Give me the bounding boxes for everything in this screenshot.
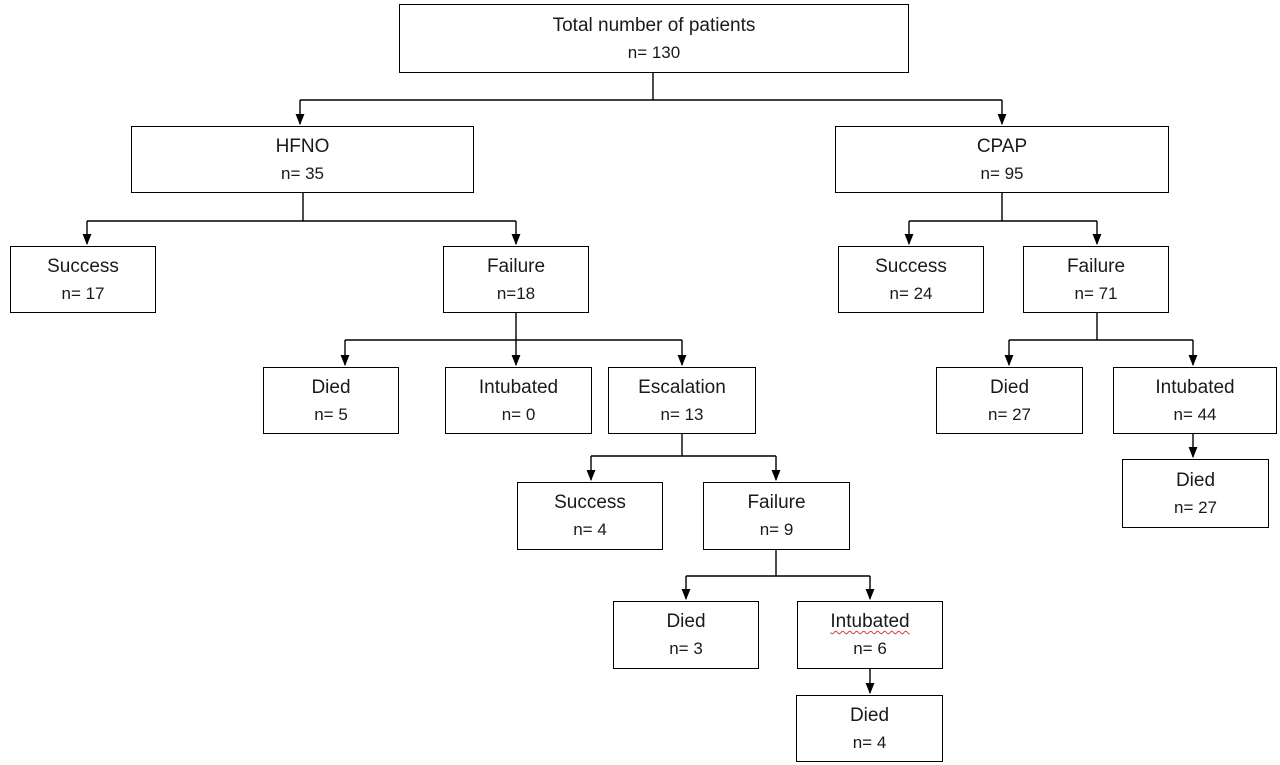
node-count: n= 130 bbox=[627, 42, 681, 62]
node-count: n= 13 bbox=[660, 404, 704, 424]
node-cpap: CPAP n= 95 bbox=[835, 126, 1169, 193]
node-count: n= 24 bbox=[889, 283, 933, 303]
node-escalation-failure-died: Died n= 3 bbox=[613, 601, 759, 669]
node-label: Failure bbox=[1066, 255, 1126, 277]
node-cpap-failure-died: Died n= 27 bbox=[936, 367, 1083, 434]
node-hfno-failure-intubated: Intubated n= 0 bbox=[445, 367, 592, 434]
node-escalation-failure: Failure n= 9 bbox=[703, 482, 850, 550]
connector-total-split bbox=[300, 73, 1002, 101]
node-escalation-success: Success n= 4 bbox=[517, 482, 663, 550]
node-count: n= 17 bbox=[61, 283, 105, 303]
node-label: Died bbox=[311, 376, 351, 398]
node-label: Success bbox=[47, 255, 119, 277]
node-label: HFNO bbox=[275, 135, 330, 157]
node-label: Died bbox=[1175, 469, 1216, 491]
node-label: Success bbox=[554, 492, 626, 513]
node-hfno-success: Success n= 17 bbox=[10, 246, 156, 313]
node-label: Intubated bbox=[478, 376, 559, 398]
node-label: Intubated bbox=[830, 611, 910, 632]
node-count: n= 44 bbox=[1173, 404, 1217, 424]
node-label: Escalation bbox=[638, 376, 726, 398]
node-count: n= 27 bbox=[987, 404, 1031, 424]
node-count: n= 0 bbox=[501, 404, 536, 424]
node-escalation-failure-intubated: Intubated n= 6 bbox=[797, 601, 943, 669]
node-label: Died bbox=[989, 376, 1030, 398]
node-label: Total number of patients bbox=[552, 14, 756, 36]
node-label: Failure bbox=[486, 255, 546, 277]
node-count: n= 3 bbox=[669, 639, 703, 658]
node-label: Died bbox=[849, 704, 890, 726]
node-count: n= 27 bbox=[1173, 497, 1217, 517]
node-count: n=18 bbox=[496, 283, 536, 303]
node-hfno-failure: Failure n=18 bbox=[443, 246, 589, 313]
node-count: n= 5 bbox=[314, 404, 348, 424]
node-count: n= 35 bbox=[280, 163, 324, 183]
node-count: n= 95 bbox=[980, 163, 1024, 183]
connector-escalation-failure-split bbox=[686, 550, 870, 577]
node-cpap-intubated-died: Died n= 27 bbox=[1122, 459, 1269, 528]
connector-hfno-failure-split bbox=[345, 313, 682, 341]
connector-cpap-failure-split bbox=[1009, 313, 1193, 341]
node-total-patients: Total number of patients n= 130 bbox=[399, 4, 909, 73]
node-count: n= 4 bbox=[852, 732, 887, 752]
node-cpap-failure: Failure n= 71 bbox=[1023, 246, 1169, 313]
connector-escalation-split bbox=[591, 434, 776, 457]
node-label: CPAP bbox=[976, 135, 1028, 157]
node-label: Died bbox=[666, 611, 706, 632]
node-label: Intubated bbox=[1155, 376, 1235, 398]
node-cpap-success: Success n= 24 bbox=[838, 246, 984, 313]
node-label: Failure bbox=[747, 492, 806, 513]
node-hfno-failure-escalation: Escalation n= 13 bbox=[608, 367, 756, 434]
connector-hfno-split bbox=[87, 193, 516, 222]
node-hfno: HFNO n= 35 bbox=[131, 126, 474, 193]
node-escalation-intubated-died: Died n= 4 bbox=[796, 695, 943, 762]
node-count: n= 6 bbox=[853, 639, 887, 658]
node-label: Success bbox=[875, 255, 947, 277]
node-count: n= 4 bbox=[573, 520, 607, 539]
node-count: n= 71 bbox=[1074, 283, 1118, 303]
node-cpap-failure-intubated: Intubated n= 44 bbox=[1113, 367, 1277, 434]
node-hfno-failure-died: Died n= 5 bbox=[263, 367, 399, 434]
node-count: n= 9 bbox=[759, 520, 794, 539]
connector-cpap-split bbox=[909, 193, 1097, 222]
